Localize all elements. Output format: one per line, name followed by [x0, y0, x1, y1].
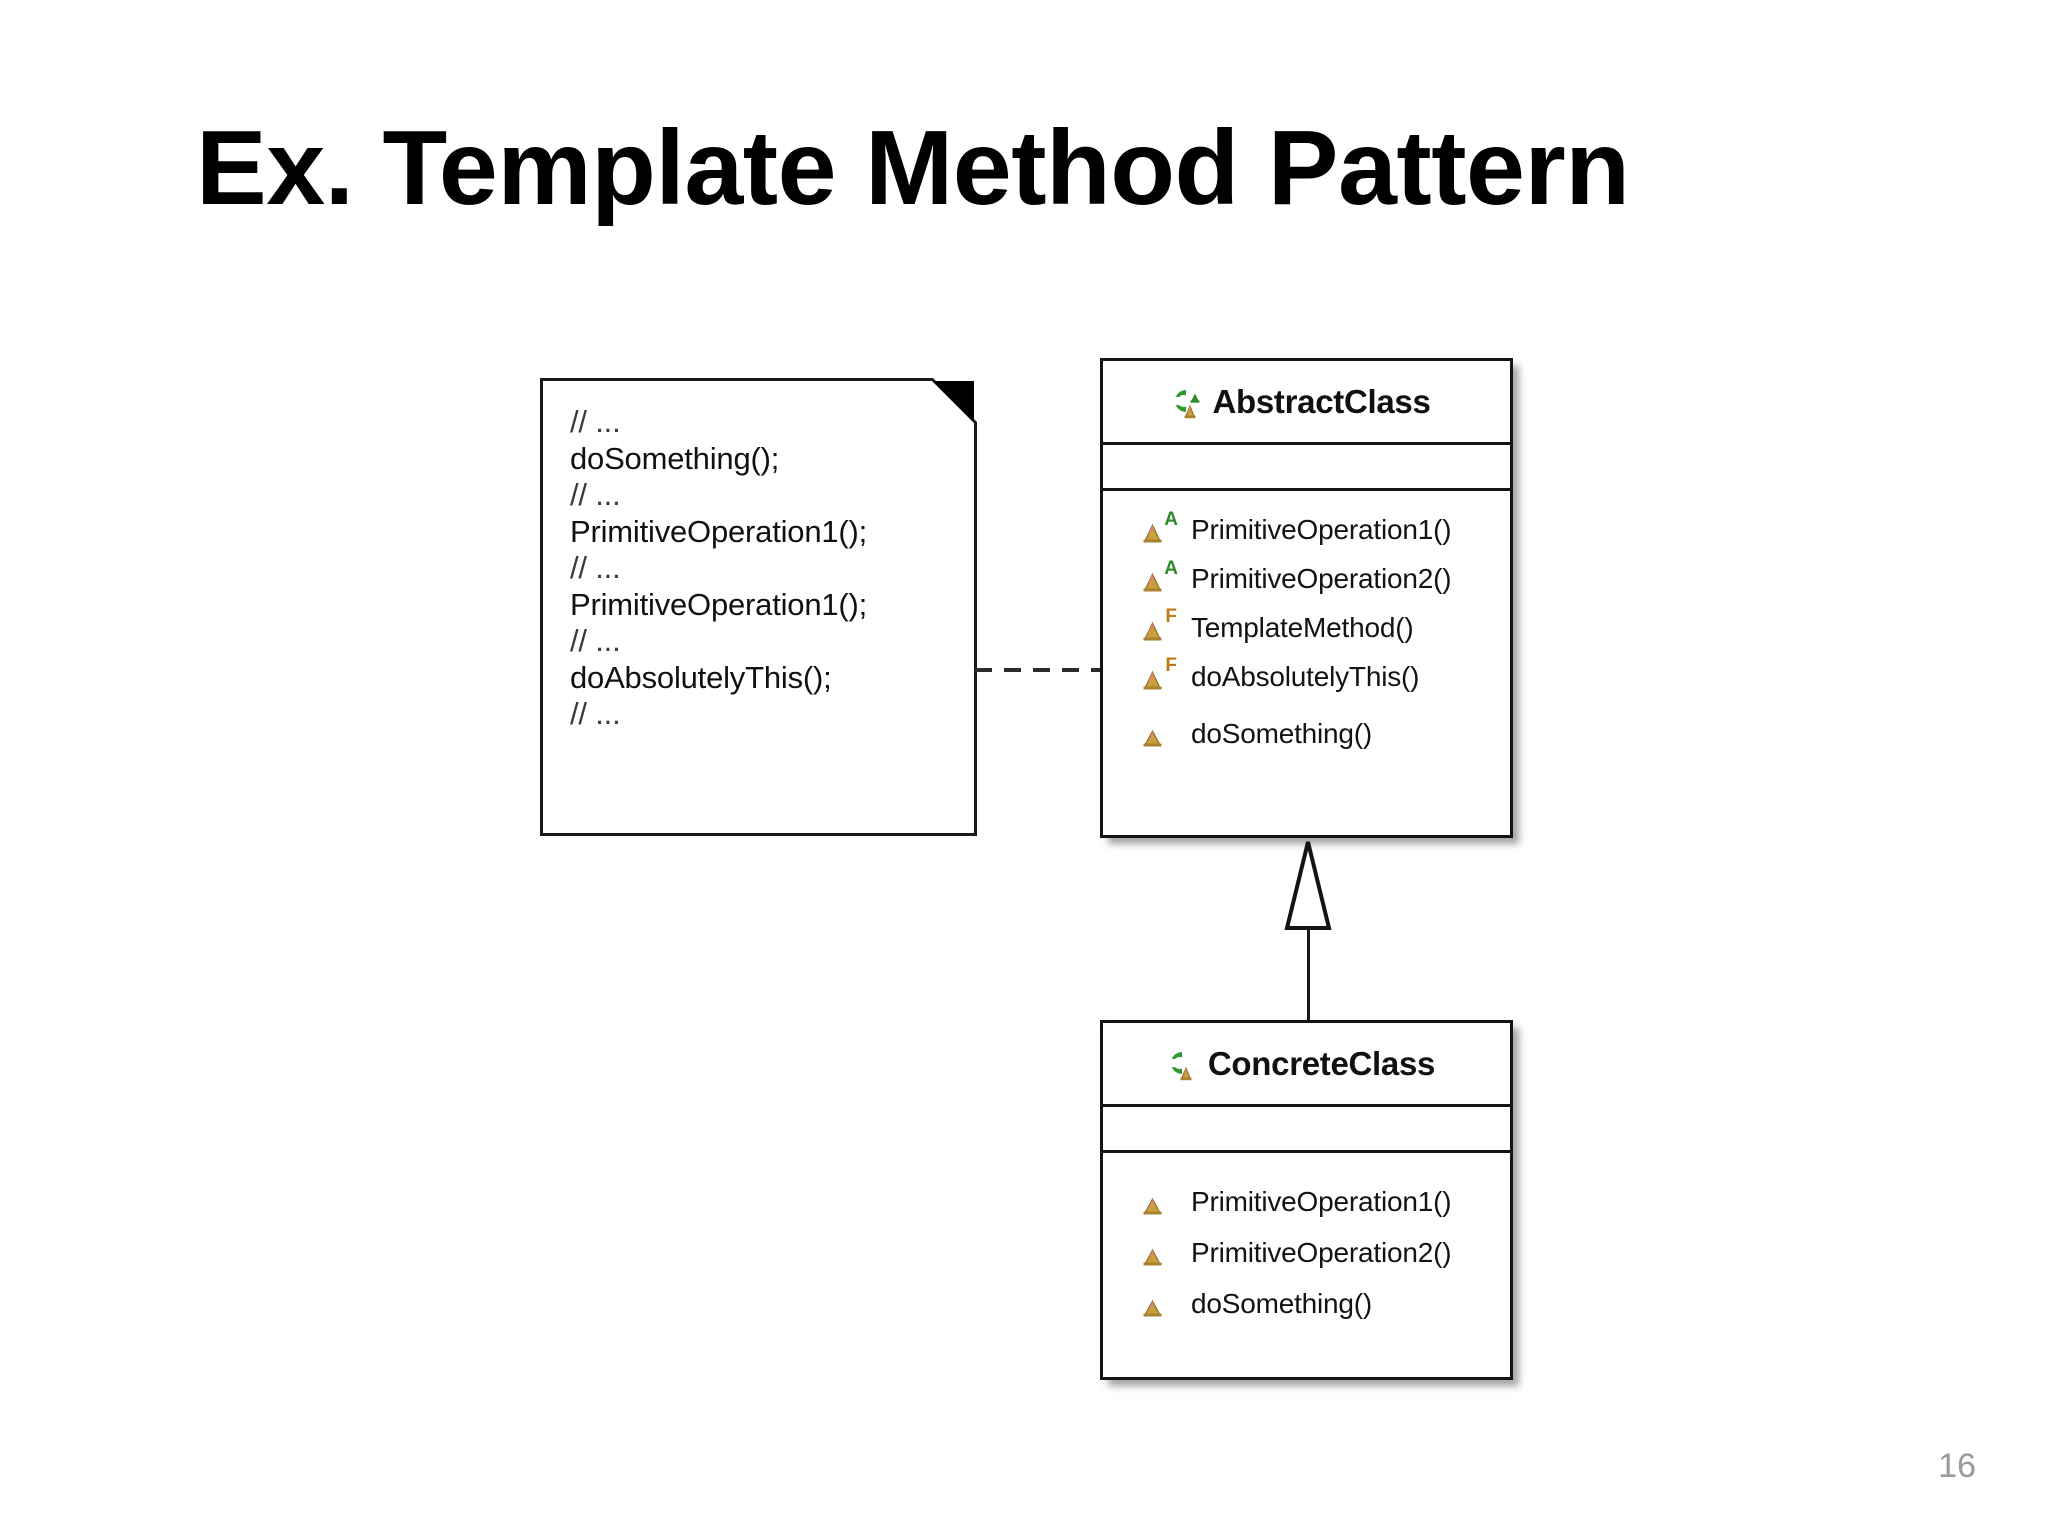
method-label: PrimitiveOperation1() — [1191, 1185, 1452, 1217]
note-link-dashed-line — [975, 668, 1117, 672]
uml-class-abstractclass[interactable]: AbstractClass A PrimitiveOperation1() — [1100, 358, 1513, 838]
method-final-icon: F — [1141, 656, 1177, 693]
note-shape — [540, 378, 977, 836]
note-fold-corner-icon — [932, 381, 974, 423]
method-abstract-icon: A — [1141, 559, 1178, 595]
note-line: // ... — [570, 623, 621, 658]
class-name: ConcreteClass — [1207, 1044, 1436, 1082]
method-label: doSomething() — [1191, 717, 1373, 749]
class-attributes-compartment — [1103, 1107, 1510, 1153]
class-methods-compartment: A PrimitiveOperation1() A PrimitiveOpera… — [1103, 491, 1510, 758]
method-final-icon: F — [1141, 607, 1177, 644]
note-line: doAbsolutelyThis(); — [570, 659, 832, 695]
class-header-abstractclass: AbstractClass — [1103, 361, 1510, 445]
generalization-line — [1307, 930, 1310, 1020]
hollow-triangle-arrowhead-icon — [1284, 841, 1332, 930]
uml-class-concreteclass[interactable]: ConcreteClass PrimitiveOperation1() — [1100, 1020, 1513, 1380]
final-badge: F — [1165, 654, 1177, 676]
note-line: PrimitiveOperation1(); — [570, 586, 868, 622]
note-line: // ... — [570, 477, 621, 512]
class-name: AbstractClass — [1212, 382, 1431, 420]
class-attributes-compartment — [1103, 445, 1510, 491]
abstract-badge: A — [1164, 508, 1178, 530]
method-label: PrimitiveOperation1() — [1191, 513, 1452, 545]
method-row[interactable]: doSomething() — [1103, 709, 1510, 758]
class-methods-compartment: PrimitiveOperation1() PrimitiveOperation… — [1103, 1153, 1510, 1328]
method-icon — [1141, 1186, 1175, 1218]
note-line: // ... — [570, 550, 621, 585]
uml-note[interactable]: // ... doSomething(); // ... PrimitiveOp… — [540, 378, 977, 836]
method-label: PrimitiveOperation2() — [1191, 562, 1452, 594]
method-label: doAbsolutelyThis() — [1191, 660, 1420, 692]
method-row-templatemethod[interactable]: F TemplateMethod() — [1103, 603, 1510, 652]
class-abstract-icon — [1164, 383, 1202, 421]
method-label: doSomething() — [1191, 1287, 1373, 1319]
abstract-badge: A — [1164, 557, 1178, 579]
note-line: PrimitiveOperation1(); — [570, 513, 868, 549]
note-line: doSomething(); — [570, 440, 780, 476]
method-icon — [1141, 718, 1175, 750]
class-header-concreteclass: ConcreteClass — [1103, 1023, 1510, 1107]
method-label: TemplateMethod() — [1191, 611, 1414, 643]
method-icon — [1141, 1288, 1175, 1320]
note-body: // ... doSomething(); // ... PrimitiveOp… — [570, 404, 961, 733]
method-row[interactable]: F doAbsolutelyThis() — [1103, 652, 1510, 701]
note-line: // ... — [570, 696, 621, 731]
method-row[interactable]: A PrimitiveOperation1() — [1103, 505, 1510, 554]
method-label: PrimitiveOperation2() — [1191, 1236, 1452, 1268]
note-line: // ... — [570, 404, 621, 439]
method-row[interactable]: A PrimitiveOperation2() — [1103, 554, 1510, 603]
method-row[interactable]: doSomething() — [1103, 1279, 1510, 1328]
final-badge: F — [1165, 605, 1177, 627]
page-title: Ex. Template Method Pattern — [196, 109, 1630, 227]
method-row[interactable]: PrimitiveOperation1() — [1103, 1177, 1510, 1226]
generalization-relationship — [1282, 838, 1334, 1020]
class-icon — [1160, 1045, 1198, 1083]
method-abstract-icon: A — [1141, 510, 1178, 546]
method-icon — [1141, 1237, 1175, 1269]
page-number: 16 — [1938, 1447, 1976, 1485]
method-row[interactable]: PrimitiveOperation2() — [1103, 1228, 1510, 1277]
